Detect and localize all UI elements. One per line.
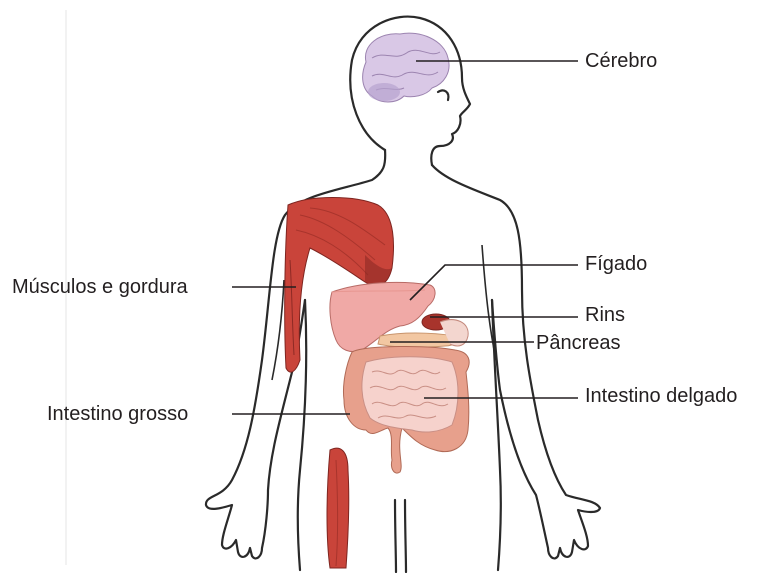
leg-muscle: [327, 448, 349, 568]
label-small-intestine: Intestino delgado: [585, 386, 737, 406]
small-intestine: [362, 357, 458, 432]
label-liver: Fígado: [585, 254, 647, 274]
label-pancreas: Pâncreas: [536, 333, 621, 353]
label-muscles-fat: Músculos e gordura: [12, 277, 188, 297]
pancreas-shape: [378, 333, 457, 347]
label-brain: Cérebro: [585, 51, 657, 71]
label-kidneys: Rins: [585, 305, 625, 325]
label-large-intestine: Intestino grosso: [47, 404, 188, 424]
brain: [363, 33, 449, 102]
